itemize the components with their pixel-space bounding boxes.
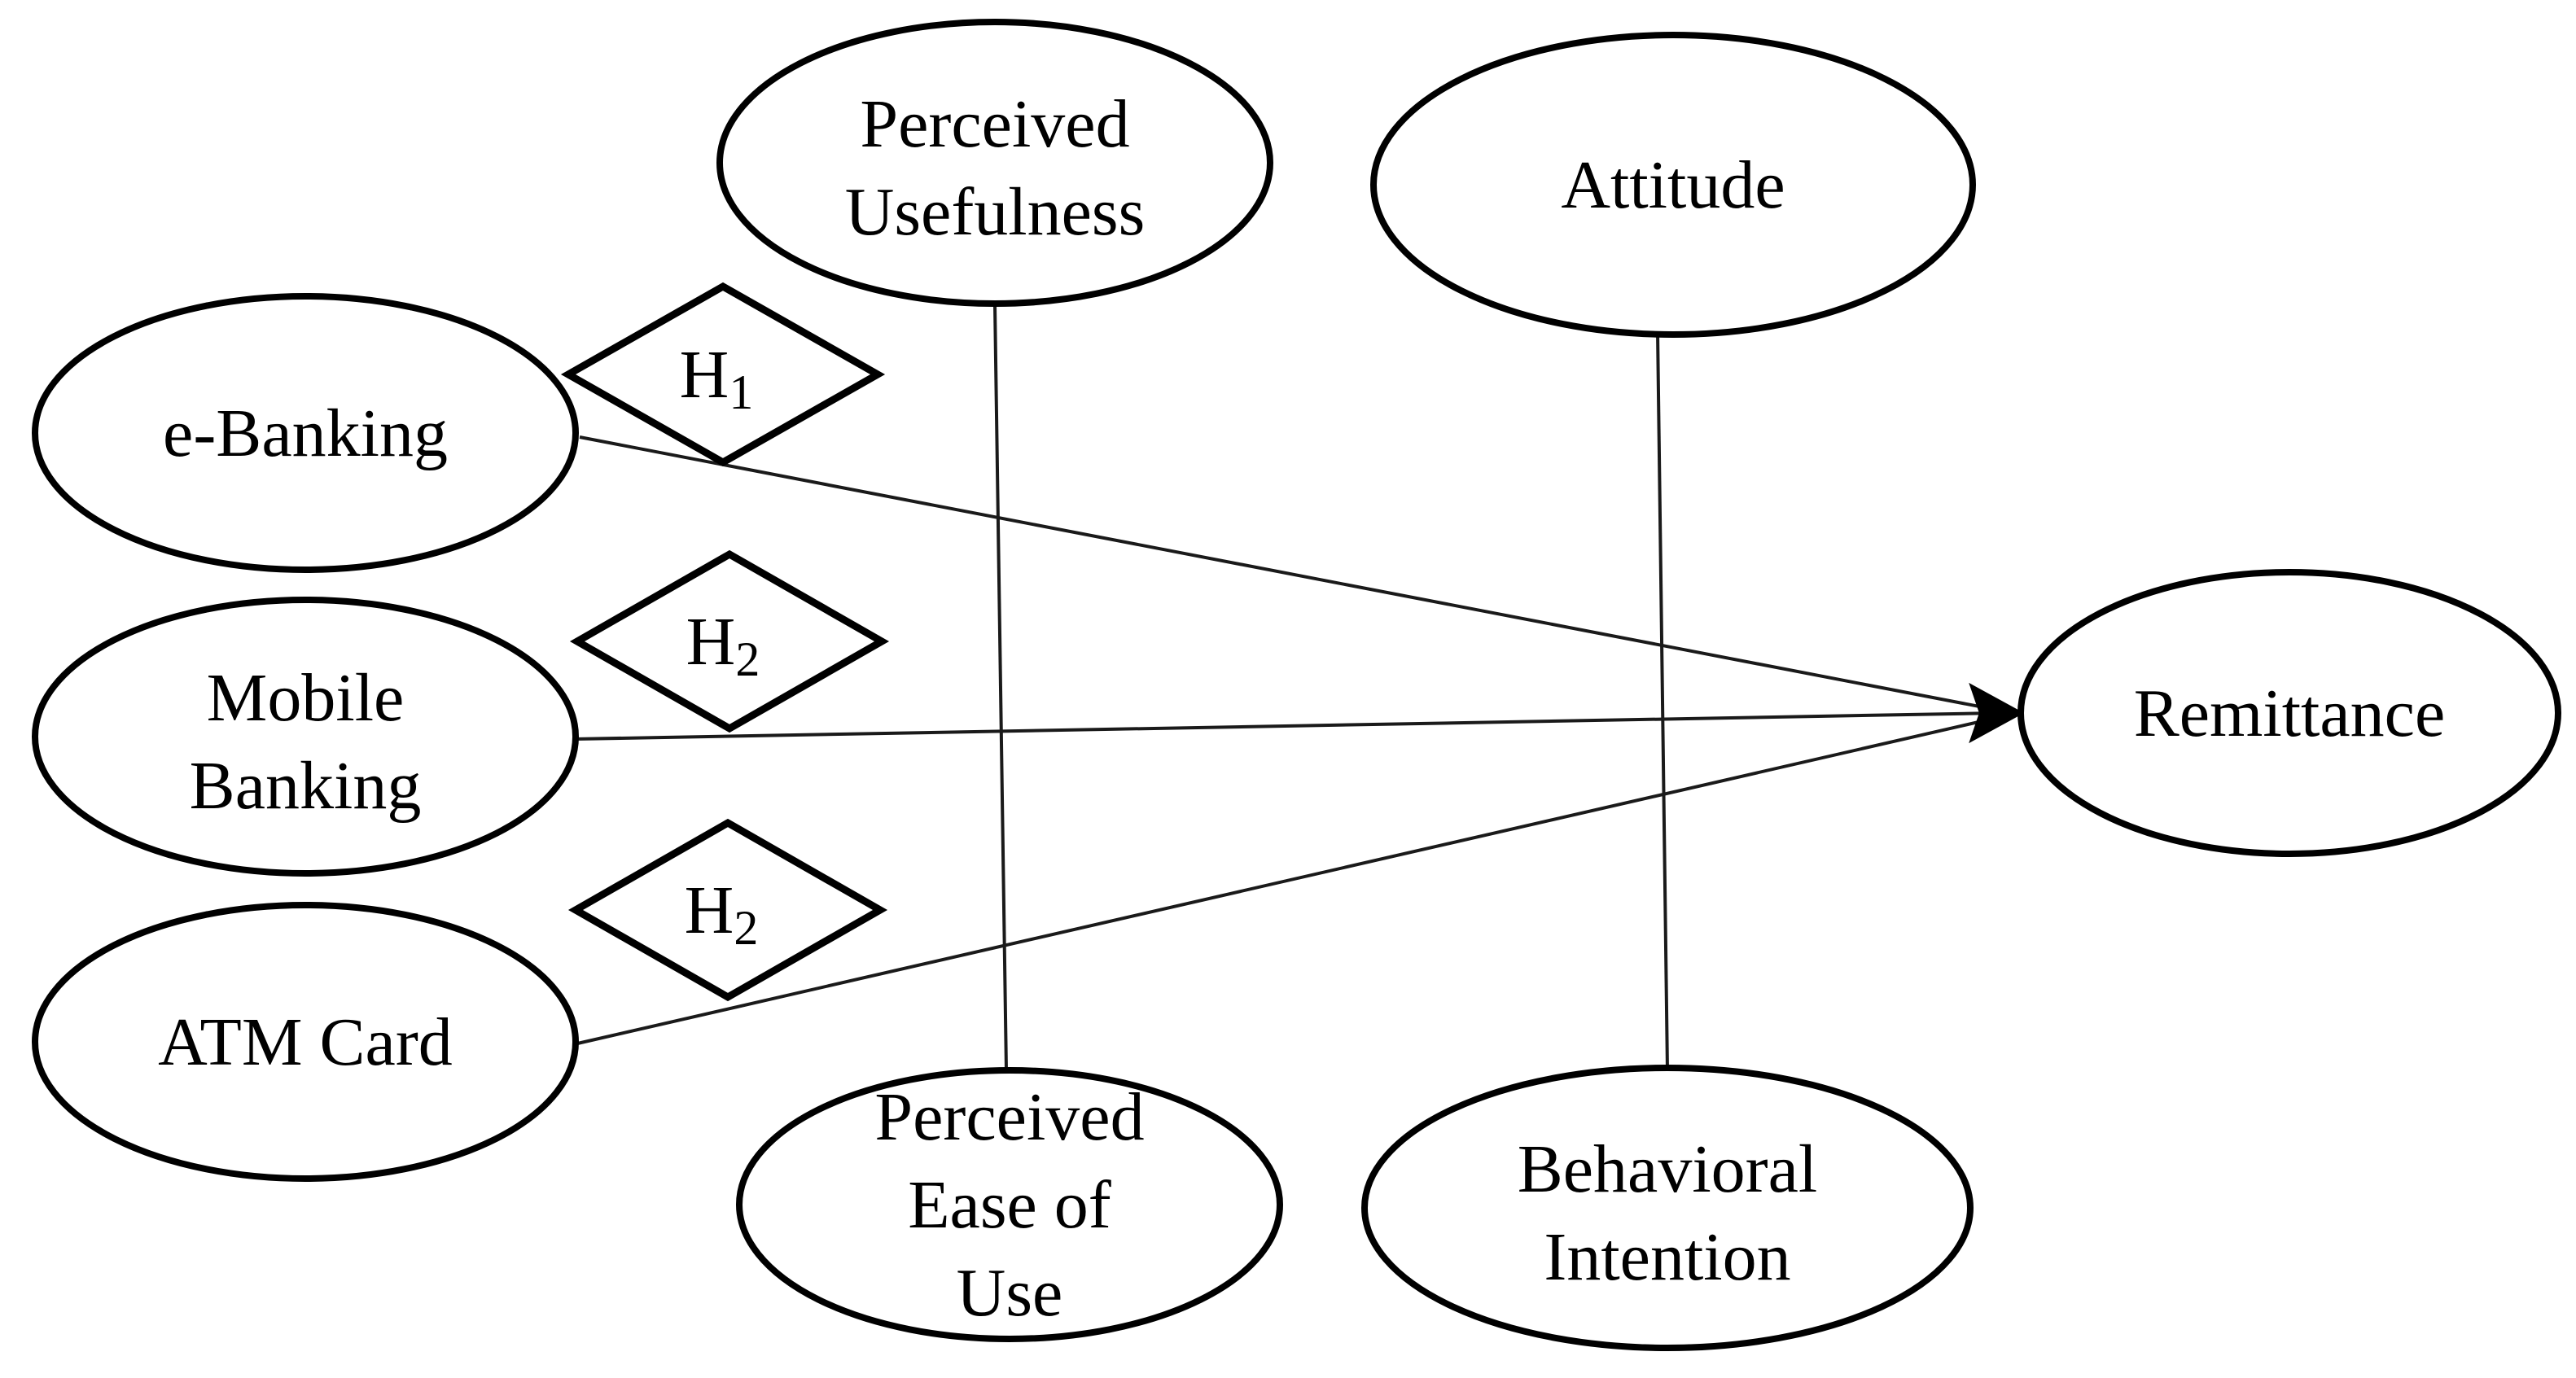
node-attitude: Attitude <box>1370 32 1976 338</box>
edge-perceivedusefulness-perceivedeaseofuse <box>993 304 1008 1072</box>
arrowhead-icon <box>1969 682 2025 744</box>
perceived-ease-of-use-label-line1: Perceived <box>874 1079 1144 1155</box>
edge-attitude-behavioralintention <box>1656 331 1669 1071</box>
behavioral-intention-label-line1: Behavioral <box>1518 1131 1818 1207</box>
mobile-banking-label-line1: Mobile <box>207 660 405 736</box>
mobile-banking-label-line2: Banking <box>190 748 422 824</box>
h2-bottom-label-base: H <box>685 873 734 948</box>
nodes-group: Perceived Usefulness Attitude e-Banking … <box>32 19 2561 1351</box>
perceived-ease-of-use-label-line2: Ease of <box>908 1167 1111 1243</box>
node-atm-card: ATM Card <box>32 902 579 1182</box>
edge-ebanking-remittance <box>579 435 1997 711</box>
perceived-ease-of-use-label-line3: Use <box>957 1255 1063 1331</box>
remittance-label: Remittance <box>2134 676 2446 751</box>
h2-bottom-label-subscript: 2 <box>734 901 758 955</box>
hypothesis-h2-bottom: H2 <box>567 818 888 1002</box>
h2-bottom-diamond-shape <box>567 818 888 1002</box>
node-perceived-ease-of-use: Perceived Ease of Use <box>736 1067 1283 1342</box>
perceived-usefulness-label-line1: Perceived <box>860 86 1129 162</box>
h2-top-label: H2 <box>686 604 760 686</box>
node-mobile-banking: Mobile Banking <box>32 597 579 877</box>
perceived-ease-of-use-ellipse <box>736 1067 1283 1342</box>
edge-atmcard-remittance <box>573 716 1997 1046</box>
attitude-ellipse <box>1370 32 1976 338</box>
behavioral-intention-label-line2: Intention <box>1544 1219 1790 1295</box>
perceived-usefulness-label-line2: Usefulness <box>845 174 1146 250</box>
node-remittance: Remittance <box>2017 569 2561 857</box>
hypothesis-h2-top: H2 <box>569 549 890 733</box>
h2-top-label-subscript: 2 <box>735 632 760 686</box>
hypothesis-h1: H1 <box>560 282 886 467</box>
h1-diamond-shape <box>560 282 886 467</box>
mobile-banking-ellipse <box>32 597 579 877</box>
h1-label-subscript: 1 <box>729 365 753 419</box>
edges-group <box>573 304 2025 1072</box>
remittance-ellipse <box>2017 569 2561 857</box>
node-e-banking: e-Banking <box>32 293 579 573</box>
h1-label-base: H <box>680 337 729 413</box>
atm-card-label: ATM Card <box>158 1004 453 1080</box>
perceived-usefulness-ellipse <box>716 19 1273 307</box>
atm-card-ellipse <box>32 902 579 1182</box>
h2-bottom-label: H2 <box>685 873 759 955</box>
h2-top-diamond-shape <box>569 549 890 733</box>
hypothesis-diamonds-group: H1 H2 H2 <box>560 282 890 1002</box>
h2-top-label-base: H <box>686 604 736 680</box>
behavioral-intention-ellipse <box>1361 1065 1974 1351</box>
e-banking-label: e-Banking <box>163 396 448 471</box>
node-behavioral-intention: Behavioral Intention <box>1361 1065 1974 1351</box>
e-banking-ellipse <box>32 293 579 573</box>
h1-label: H1 <box>680 337 754 419</box>
edge-mobilebanking-remittance <box>573 711 1997 741</box>
attitude-label: Attitude <box>1561 147 1785 223</box>
node-perceived-usefulness: Perceived Usefulness <box>716 19 1273 307</box>
